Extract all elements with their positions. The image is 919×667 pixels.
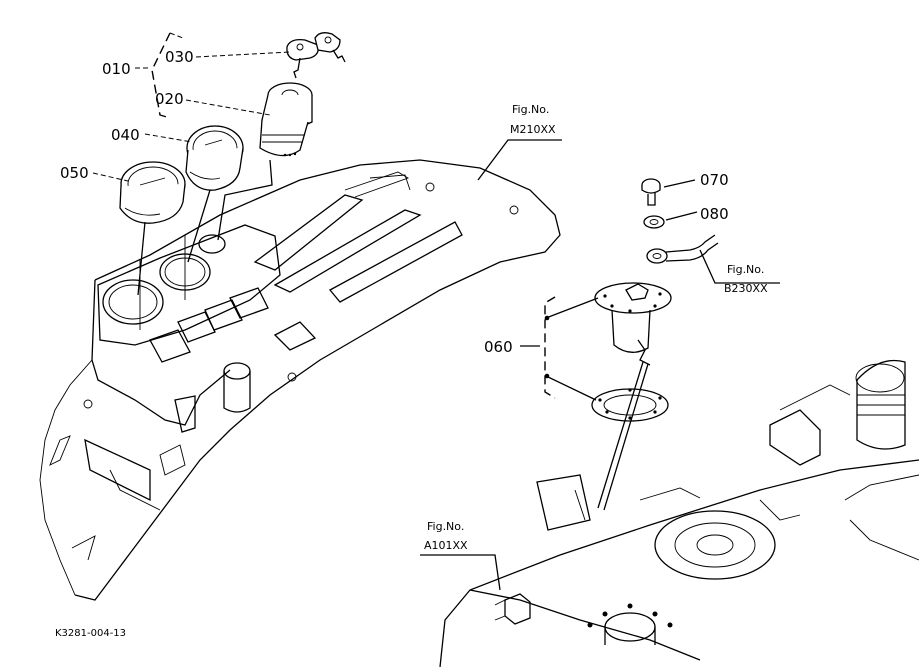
label-080: 080 bbox=[700, 205, 729, 223]
ref-a101-code: A101XX bbox=[424, 539, 468, 552]
gauge-040 bbox=[185, 125, 244, 191]
label-020: 020 bbox=[155, 90, 184, 108]
ref-b230-caption: Fig.No. bbox=[727, 263, 764, 276]
fuel-tank bbox=[439, 359, 919, 667]
label-030: 030 bbox=[165, 48, 194, 66]
ref-m210-caption: Fig.No. bbox=[512, 103, 549, 116]
ref-m210-code: M210XX bbox=[510, 123, 556, 136]
ref-a101-caption: Fig.No. bbox=[427, 520, 464, 533]
label-010: 010 bbox=[102, 60, 131, 78]
ref-b230-code: B230XX bbox=[724, 282, 768, 295]
label-070: 070 bbox=[700, 171, 729, 189]
washer-080 bbox=[643, 215, 665, 229]
cable-terminal bbox=[646, 234, 719, 264]
bolt-070 bbox=[641, 178, 661, 206]
fuel-sender-060 bbox=[536, 282, 672, 531]
label-040: 040 bbox=[111, 126, 140, 144]
key-part-030 bbox=[286, 32, 346, 79]
ignition-switch-020 bbox=[259, 82, 313, 157]
label-060: 060 bbox=[484, 338, 513, 356]
gauge-050 bbox=[119, 161, 186, 224]
dashboard-panel bbox=[39, 159, 561, 601]
leader-lines bbox=[92, 32, 780, 591]
label-050: 050 bbox=[60, 164, 89, 182]
drawing-id: K3281-004-13 bbox=[55, 628, 126, 639]
